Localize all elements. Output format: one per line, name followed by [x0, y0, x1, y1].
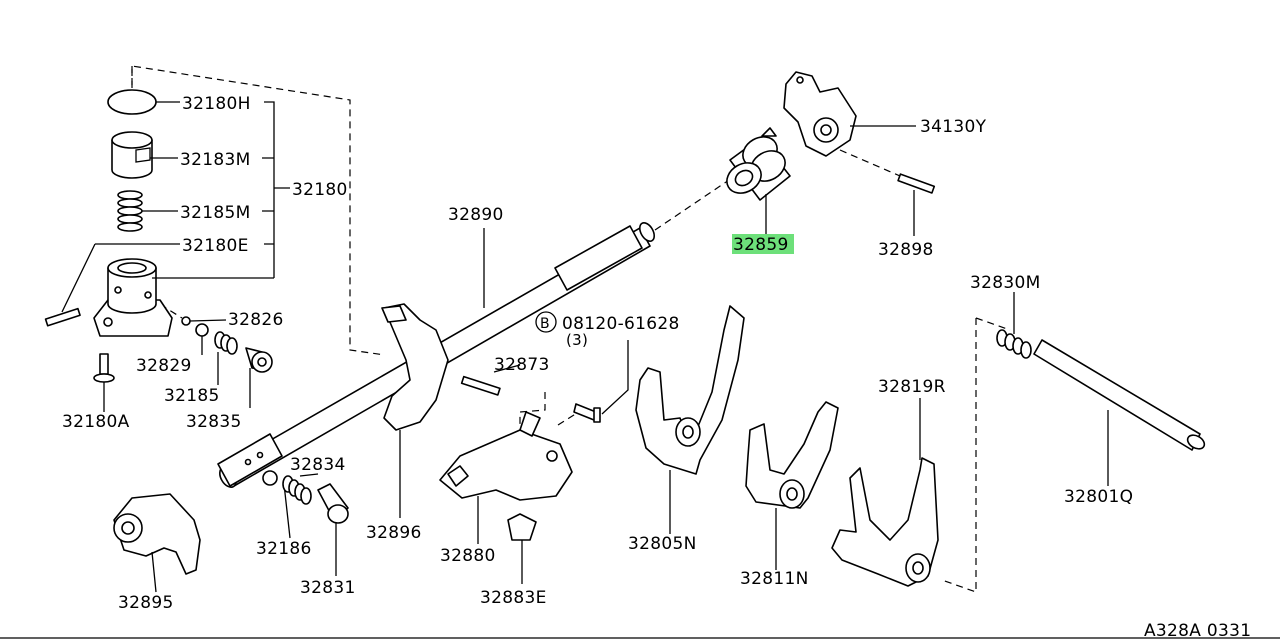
label-32811N[interactable]: 32811N — [740, 569, 809, 589]
bracket-dashed-link — [839, 149, 901, 177]
label-32831[interactable]: 32831 — [300, 578, 356, 598]
spring-32185M — [117, 190, 143, 232]
bolt-08120 — [573, 403, 601, 423]
label-32880[interactable]: 32880 — [440, 546, 496, 566]
rod-dashed-link — [654, 177, 733, 231]
plug-32831 — [317, 483, 349, 524]
label-32859[interactable]: 32859 — [733, 235, 789, 255]
label-32180[interactable]: 32180 — [292, 180, 348, 200]
label-32829[interactable]: 32829 — [136, 356, 192, 376]
diagram-ref-code: A328A 0331 — [1144, 621, 1251, 640]
collar-32859 — [726, 127, 791, 201]
label-32819R[interactable]: 32819R — [878, 377, 946, 397]
label-32183M[interactable]: 32183M — [180, 150, 251, 170]
label-32826[interactable]: 32826 — [228, 310, 284, 330]
label-32805N[interactable]: 32805N — [628, 534, 697, 554]
fork-dashed-border — [941, 318, 977, 593]
label-32185[interactable]: 32185 — [164, 386, 220, 406]
label-32180H[interactable]: 32180H — [182, 94, 251, 114]
label-32830M[interactable]: 32830M — [970, 273, 1041, 293]
label-bolt-qty: (3) — [566, 331, 588, 349]
selector-32896 — [381, 303, 449, 431]
plug-32835 — [245, 347, 273, 373]
label-32883E[interactable]: 32883E — [480, 588, 547, 608]
rod-32801Q — [1033, 339, 1206, 451]
label-32896[interactable]: 32896 — [366, 523, 422, 543]
fork-32811N — [745, 401, 839, 509]
bolt-32180A — [93, 353, 115, 383]
bracket-32895 — [113, 493, 201, 575]
pin-32898 — [897, 173, 936, 194]
label-32834[interactable]: 32834 — [290, 455, 346, 475]
label-32801Q[interactable]: 32801Q — [1064, 487, 1133, 507]
spring-32185 — [214, 331, 238, 355]
spring-32834 — [282, 475, 312, 505]
block-32883E — [507, 513, 537, 541]
label-32180A[interactable]: 32180A — [62, 412, 130, 432]
label-32859-rest: 9 — [777, 235, 788, 255]
label-32186[interactable]: 32186 — [256, 539, 312, 559]
bolt-letter: B — [540, 316, 550, 332]
fork-32819R — [831, 457, 939, 587]
o-ring-32180H — [107, 89, 157, 115]
group-bracket-32180 — [262, 101, 290, 278]
ball-32829 — [195, 323, 209, 337]
plug-32183M — [111, 131, 153, 179]
bracket-32880 — [439, 411, 573, 501]
label-34130Y[interactable]: 34130Y — [920, 117, 987, 137]
label-32185M[interactable]: 32185M — [180, 203, 251, 223]
label-32859-highlighted: 3285 — [733, 235, 777, 255]
highlight-32859 — [732, 234, 794, 254]
label-32890[interactable]: 32890 — [448, 205, 504, 225]
label-32895[interactable]: 32895 — [118, 593, 174, 613]
label-32180E[interactable]: 32180E — [182, 236, 249, 256]
ball-32826 — [181, 316, 191, 326]
label-32835[interactable]: 32835 — [186, 412, 242, 432]
bolt-letter-circle — [535, 311, 557, 333]
pin-32873 — [460, 375, 501, 396]
label-32873[interactable]: 32873 — [494, 355, 550, 375]
housing-32180E — [93, 258, 173, 337]
ball-32186 — [262, 470, 278, 486]
label-32898[interactable]: 32898 — [878, 240, 934, 260]
bracket-34130Y — [783, 71, 857, 157]
spring-32830M — [996, 329, 1032, 359]
pin-32180E — [44, 307, 81, 327]
assembly-dashed-border — [131, 65, 386, 356]
fork-dashed-link — [975, 317, 1011, 331]
fork-32805N — [635, 305, 745, 475]
label-08120-61628[interactable]: 08120-61628 — [562, 314, 680, 334]
